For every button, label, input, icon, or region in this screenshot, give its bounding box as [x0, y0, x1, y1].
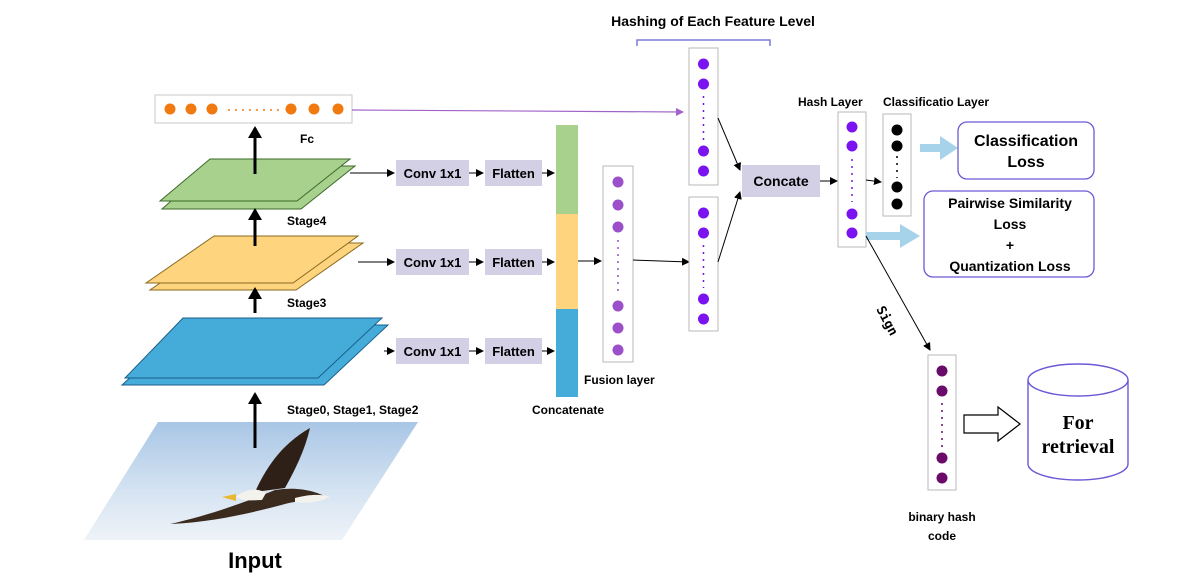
fc-to-hash-line: [351, 107, 684, 116]
concate-label: Concate: [753, 173, 808, 189]
flatten-box-stage4: [485, 160, 542, 186]
hash-layer-label: Hash Layer: [798, 95, 863, 109]
classification-layer-label: Classificatio Layer: [883, 95, 989, 109]
hash-layer: [837, 111, 867, 248]
flatten-box-stage012: [485, 338, 542, 364]
conv-label-stage4: Conv 1x1: [404, 166, 462, 181]
fusion-layer: [602, 165, 634, 363]
pairwise-loss-text-3: +: [1006, 237, 1014, 253]
stage3-plane: [144, 235, 365, 291]
conv-label-stage012: Conv 1x1: [404, 344, 462, 359]
classification-layer: [882, 113, 912, 217]
stage4-plane: [158, 158, 357, 210]
conv-label-stage3: Conv 1x1: [404, 255, 462, 270]
flatten-box-stage3: [485, 249, 542, 275]
pairwise-loss-text-4: Quantization Loss: [949, 258, 1071, 274]
fusion-layer-label: Fusion layer: [584, 373, 655, 387]
pairwise-loss-box: Pairwise Similarity Loss + Quantization …: [923, 190, 1095, 278]
pairwise-loss-text-1: Pairwise Similarity: [948, 195, 1072, 211]
binary-hash-code: [927, 354, 957, 491]
stage3-label: Stage3: [287, 296, 327, 310]
concatenate-label: Concatenate: [532, 403, 604, 417]
stage012-plane: [120, 317, 390, 386]
classification-loss-text-2: Loss: [1007, 154, 1044, 171]
hash-box-top: [688, 47, 719, 186]
fc-layer: [154, 94, 353, 124]
retrieval-text-1: For: [1062, 412, 1093, 434]
stage4-label: Stage4: [287, 214, 327, 228]
conv-box-stage4: [396, 160, 469, 186]
stage012-label: Stage0, Stage1, Stage2: [287, 403, 419, 417]
binary-hash-code-label-1: binary hash: [908, 510, 975, 524]
flatten-label-stage4: Flatten: [492, 166, 535, 181]
sign-arrow: [865, 235, 931, 351]
retrieval-database: [1027, 363, 1129, 481]
arrow-to-classification-loss: [920, 136, 958, 160]
hash-box-bottom: [688, 196, 719, 332]
arrow-to-retrieval: [963, 405, 1021, 443]
concate-box: [742, 165, 820, 197]
conv-box-stage3: [396, 249, 469, 275]
fc-label: Fc: [300, 132, 314, 146]
hashing-bracket: [636, 39, 771, 46]
sign-label: Sign: [872, 304, 900, 339]
pairwise-loss-text-2: Loss: [994, 216, 1027, 232]
flatten-label-stage012: Flatten: [492, 344, 535, 359]
input-image: [84, 422, 418, 540]
binary-hash-code-label-2: code: [928, 529, 956, 543]
classification-loss-box: Classification Loss: [957, 121, 1095, 180]
arrow-to-pairwise-loss: [866, 224, 920, 248]
flatten-label-stage3: Flatten: [492, 255, 535, 270]
retrieval-text-2: retrieval: [1042, 436, 1115, 458]
concatenate-bar: [556, 125, 578, 397]
conv-box-stage012: [396, 338, 469, 364]
classification-loss-text-1: Classification: [974, 133, 1078, 150]
hashing-title: Hashing of Each Feature Level: [611, 13, 815, 29]
input-label: Input: [228, 548, 282, 573]
